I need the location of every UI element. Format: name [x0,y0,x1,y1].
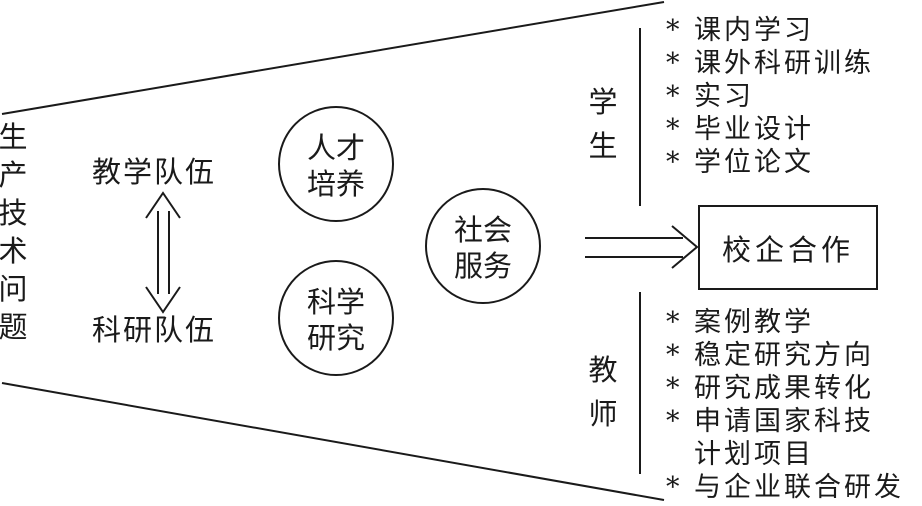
research-circle-text: 科学 研究 [276,284,396,356]
list-item: * 毕业设计 [666,113,874,146]
vertical-char: 师 [588,397,618,431]
bullet-icon: * [666,81,683,112]
bullet-icon: * [666,48,683,79]
list-item: * 实习 [666,80,874,113]
circle-line: 人才 [306,131,365,165]
teaching-team-label: 教学队伍 [92,155,217,189]
bullet-icon: * [666,15,683,46]
list-item-text: 毕业设计 [694,114,814,145]
list-item: * 申请国家科技 [666,405,904,438]
vertical-char: 技 [0,196,28,230]
circle-line: 研究 [306,321,365,355]
vertical-char: 学 [588,85,618,119]
list-item-text: 课内学习 [694,15,814,46]
bullet-icon: * [666,307,683,338]
list-item: * 与企业联合研发 [666,471,904,504]
list-item-text: 学位论文 [694,147,814,178]
talent-circle-text: 人才 培养 [276,130,396,202]
circle-line: 社会 [453,213,512,247]
vertical-char: 生 [0,120,28,154]
research-circle [278,260,394,376]
list-item: * 学位论文 [666,146,874,179]
list-item-text: 研究成果转化 [694,373,874,404]
circle-line: 服务 [453,249,512,283]
list-item-text: 申请国家科技 [694,406,874,437]
bullet-icon: * [666,340,683,371]
bullet-icon: * [666,406,683,437]
vertical-char: 生 [588,129,618,163]
bullet-icon: * [666,472,683,503]
bullet-icon: * [666,147,683,178]
student-activities-list: * 课内学习 * 课外科研训练 * 实习 * 毕业设计 * 学位论文 [666,14,874,179]
list-item-text: 实习 [694,81,754,112]
funnel-top-line [1,1,665,115]
research-team-label: 科研队伍 [92,313,217,347]
students-label: 学 生 [586,80,620,168]
vertical-char: 问 [0,272,28,306]
list-item-continuation: 计划项目 [666,438,904,471]
production-problems-label: 生 产 技 术 问 题 [0,118,30,346]
teachers-label: 教 师 [586,348,620,436]
list-item: * 稳定研究方向 [666,339,904,372]
service-circle [425,188,541,304]
right-arrow-icon [585,225,699,269]
circle-line: 科学 [306,285,365,319]
list-item: * 案例教学 [666,306,904,339]
bullet-icon: * [666,373,683,404]
double-arrow-icon [145,191,181,314]
talent-circle [278,106,394,222]
school-enterprise-cooperation-box: 校企合作 [698,205,878,290]
vertical-char: 产 [0,158,28,192]
cooperation-box-label: 校企合作 [721,232,854,267]
circle-line: 培养 [306,167,365,201]
list-item-text: 稳定研究方向 [694,340,874,371]
vertical-char: 教 [588,353,618,387]
list-item-text: 课外科研训练 [694,48,874,79]
list-item-text: 与企业联合研发 [694,472,904,503]
list-item: * 研究成果转化 [666,372,904,405]
vertical-char: 术 [0,234,28,268]
list-item: * 课外科研训练 [666,47,874,80]
list-item: * 课内学习 [666,14,874,47]
funnel-bottom-line [1,382,665,501]
list-item-text: 案例教学 [694,307,814,338]
service-circle-text: 社会 服务 [423,212,543,284]
list-item-text: 计划项目 [694,439,814,470]
bullet-icon: * [666,114,683,145]
vertical-char: 题 [0,310,28,344]
teacher-activities-list: * 案例教学 * 稳定研究方向 * 研究成果转化 * 申请国家科技 计划项目 * 与企业联… [666,306,904,504]
